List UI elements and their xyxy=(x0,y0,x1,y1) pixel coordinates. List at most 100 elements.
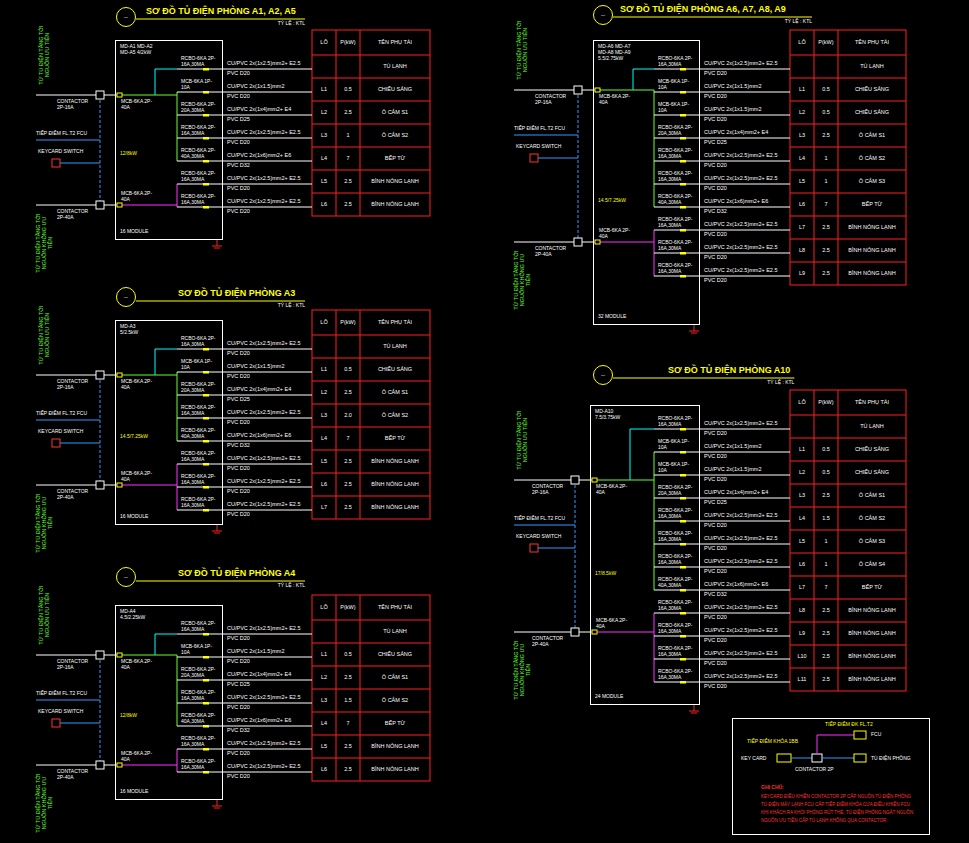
circuit-id: L8 xyxy=(790,239,814,262)
table-rule xyxy=(790,170,906,171)
conduit-label: PVC D20 xyxy=(704,162,727,168)
load-name: Ổ CẮM S1 xyxy=(360,381,430,404)
control-wire xyxy=(578,90,579,242)
table-rule xyxy=(360,310,361,519)
table-rule xyxy=(790,645,906,646)
cable-label: CU/PVC 2x(1x4)mm2+ E4 xyxy=(704,129,768,135)
load-name: BÌNH NÓNG LẠNH xyxy=(838,262,906,285)
circuit-cable xyxy=(177,510,312,511)
ground-symbol xyxy=(214,808,220,809)
load-name: TỦ LẠNH xyxy=(360,620,430,643)
breaker-symbol xyxy=(203,633,209,636)
control-wire xyxy=(514,525,575,526)
load-name: Ổ CẮM S2 xyxy=(838,507,906,530)
table-rule xyxy=(790,553,906,554)
load-name: BẾP TỪ xyxy=(838,576,906,599)
panel-rating: MD-A10 7.5/3.75kW xyxy=(595,409,629,421)
breaker-label: RCBO-6KA 2P-16A,30MA xyxy=(658,646,698,658)
load-name: BÌNH NÓNG LẠNH xyxy=(838,599,906,622)
circuit-cable xyxy=(654,115,790,116)
conduit-label: PVC D20 xyxy=(227,139,250,145)
breaker-symbol xyxy=(680,543,686,546)
keycard-switch-symbol xyxy=(52,719,60,727)
panel-rating: 14.5/7.25kW xyxy=(598,198,626,204)
panel-rating: MD-A6 MD-A7 MD-A8 MD-A9 5.5/2.75kW xyxy=(598,44,632,61)
breaker-label: MCB-6KA 1P-10A xyxy=(181,644,221,656)
conduit-label: PVC D20 xyxy=(227,208,250,214)
conduit-label: PVC D25 xyxy=(227,681,250,687)
contactor-symbol xyxy=(96,761,104,769)
conduit-label: PVC D20 xyxy=(704,277,727,283)
cable-label: CU/PVC 2x(1x6)mm2+ E6 xyxy=(227,717,291,723)
load-name: BÌNH NÓNG LẠNH xyxy=(360,450,430,473)
control-wire xyxy=(822,758,854,759)
load-name: Ổ CẮM S4 xyxy=(838,553,906,576)
contactor-symbol xyxy=(574,238,582,246)
conduit-label: PVC D20 xyxy=(227,635,250,641)
breaker-label: RCBO-6KA 2P-20A,30MA xyxy=(658,125,698,137)
control-wire xyxy=(60,443,100,444)
conduit-label: PVC D20 xyxy=(704,430,727,436)
circuit-cable xyxy=(177,703,312,704)
circuit-cable xyxy=(177,772,312,773)
conduit-label: PVC D20 xyxy=(227,93,250,99)
conduit-label: PVC D20 xyxy=(227,488,250,494)
circle-mark: -- xyxy=(124,574,128,581)
circuit-cable xyxy=(177,207,312,208)
table-rule xyxy=(790,124,906,125)
title-circle: -- xyxy=(116,7,136,27)
circuit-id: L3 xyxy=(790,484,814,507)
breaker-symbol xyxy=(203,371,209,374)
load-name: BÌNH NÓNG LẠNH xyxy=(360,170,430,193)
breaker-symbol xyxy=(203,656,209,659)
cable-label: CU/PVC 2x(1x4)mm2+ E4 xyxy=(227,386,291,392)
contactor-symbol xyxy=(96,91,104,99)
breaker-label: RCBO-6KA 2P-16A,30MA xyxy=(181,759,221,771)
power-value: 1 xyxy=(814,530,838,553)
panel-rating: MD-A1 MD-A2 MD-A5 4/2kW xyxy=(120,44,154,56)
breaker-symbol xyxy=(203,679,209,682)
conduit-label: PVC D25 xyxy=(227,116,250,122)
control-wire xyxy=(100,655,101,765)
ground-symbol xyxy=(214,248,220,249)
table-rule xyxy=(790,668,906,669)
power-value: 2.5 xyxy=(336,666,360,689)
table-rule xyxy=(312,381,430,382)
table-rule xyxy=(312,358,430,359)
control-wire xyxy=(538,548,575,549)
control-wire xyxy=(817,735,854,754)
circuit-id: L6 xyxy=(312,193,336,216)
conduit-label: PVC D20 xyxy=(227,350,250,356)
circuit-id: L6 xyxy=(312,758,336,781)
breaker-label: RCBO-6KA 2P-16A,30MA xyxy=(658,669,698,681)
ground-symbol xyxy=(689,331,699,332)
breaker-symbol xyxy=(203,160,209,163)
non-priority-feeder xyxy=(115,485,177,486)
cable-label: CU/PVC 2x(1x1.5)mm2 xyxy=(227,648,284,654)
conduit-label: PVC D20 xyxy=(227,773,250,779)
breaker-label: RCBO-6KA 2P-16A,30MA xyxy=(658,600,698,612)
ground-symbol xyxy=(217,525,218,531)
power-value: 0.5 xyxy=(336,358,360,381)
table-rule xyxy=(312,78,430,79)
source-label: TỪ TỦ ĐIỆN TẦNG TỚI NGUỒN ƯU TIÊN xyxy=(36,582,52,648)
table-rule xyxy=(790,507,906,508)
table-rule xyxy=(312,404,430,405)
load-name: CHIẾU SÁNG xyxy=(360,78,430,101)
circuit-cable xyxy=(177,69,312,70)
breaker-label: RCBO-6KA 2P-16A,30MA xyxy=(181,621,221,633)
breaker-label: RCBO-6KA 2P-16A,30MA xyxy=(181,194,221,206)
main-breaker-symbol xyxy=(117,373,122,377)
conduit-label: PVC D32 xyxy=(227,727,250,733)
load-table xyxy=(790,390,906,691)
main-breaker-symbol xyxy=(117,203,122,207)
breaker-label: RCBO-6KA 2P-40A,30MA xyxy=(658,577,698,589)
control-wire xyxy=(36,420,100,421)
conduit-label: PVC D20 xyxy=(704,683,727,689)
table-header: P(kW) xyxy=(336,30,360,55)
priority-feeder xyxy=(115,655,177,656)
contactor-label: CONTACTOR 2P-40A xyxy=(57,489,95,501)
cable-label: CU/PVC 2x(1x6)mm2+ E6 xyxy=(704,581,768,587)
